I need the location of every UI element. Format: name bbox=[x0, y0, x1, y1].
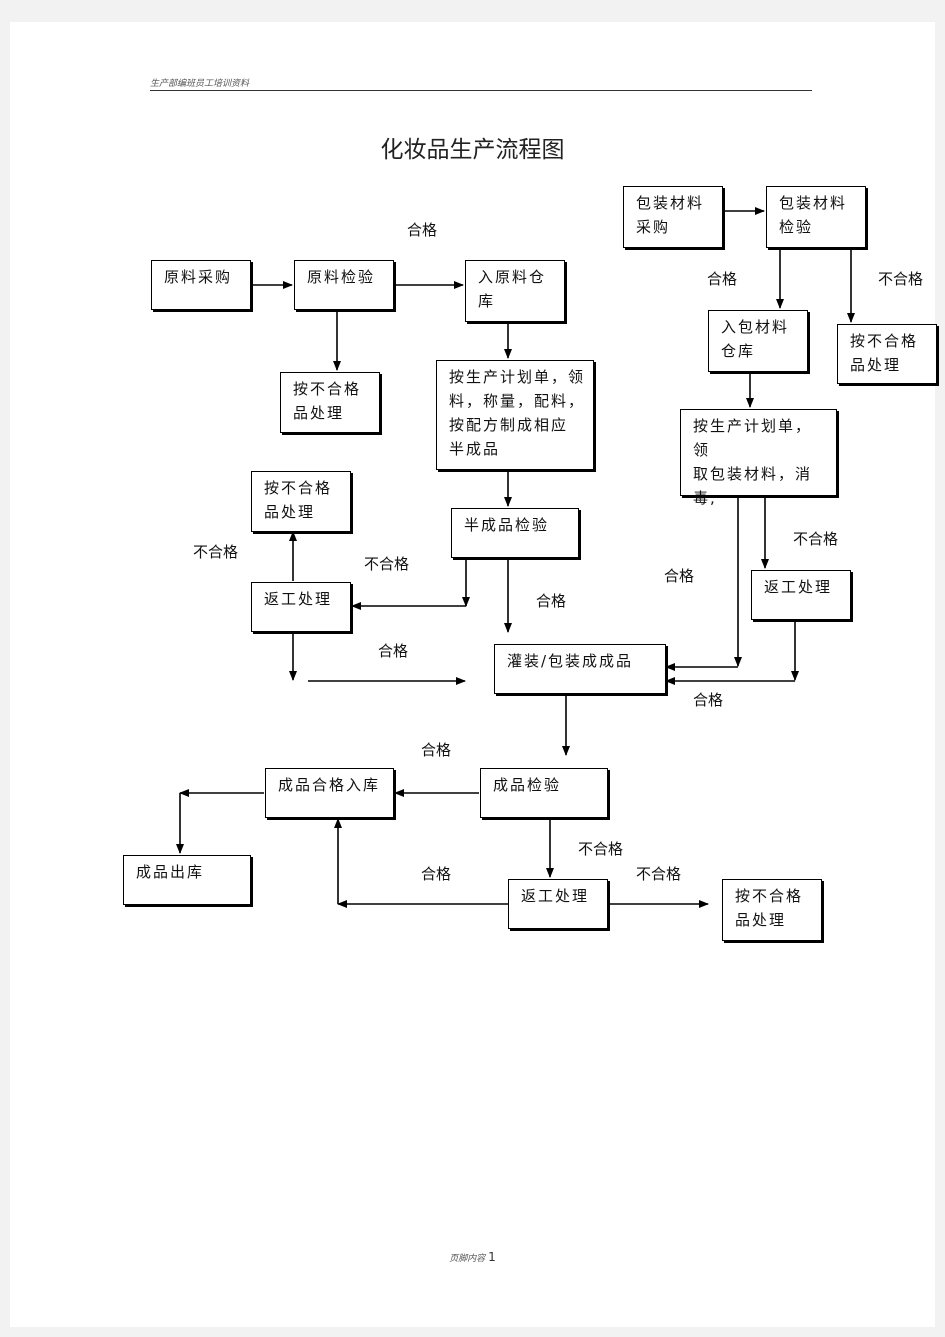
header-rule bbox=[150, 90, 812, 91]
box-left-reject: 按不合格 品处理 bbox=[251, 471, 351, 532]
box-fg-out: 成品出库 bbox=[123, 855, 251, 905]
label-bottom-rework-pass: 合格 bbox=[421, 865, 452, 883]
box-plan-semi: 按生产计划单，领 料，称量，配料， 按配方制成相应 半成品 bbox=[436, 360, 594, 470]
label-pack-pass: 合格 bbox=[707, 270, 738, 288]
label-fg-fail: 不合格 bbox=[578, 840, 624, 858]
box-right-rework: 返工处理 bbox=[751, 570, 851, 620]
label-right-rework-pass: 合格 bbox=[693, 691, 724, 709]
box-raw-warehouse: 入原料仓 库 bbox=[465, 260, 565, 322]
box-bottom-reject: 按不合格 品处理 bbox=[722, 879, 822, 941]
box-fg-warehouse: 成品合格入库 bbox=[265, 768, 394, 818]
label-rework-pass: 合格 bbox=[378, 642, 409, 660]
label-fg-pass: 合格 bbox=[421, 741, 452, 759]
box-bottom-rework: 返工处理 bbox=[508, 879, 608, 929]
box-left-rework: 返工处理 bbox=[251, 582, 351, 632]
box-raw-purchase: 原料采购 bbox=[151, 260, 251, 310]
box-plan-pack: 按生产计划单，领 取包装材料，消 毒, bbox=[680, 409, 837, 507]
box-fg-inspect: 成品检验 bbox=[480, 768, 608, 818]
box-filling: 灌装/包装成成品 bbox=[494, 644, 666, 694]
page-title: 化妆品生产流程图 bbox=[380, 137, 565, 163]
footer-text: 页脚内容 bbox=[449, 1254, 486, 1264]
box-semi-inspect: 半成品检验 bbox=[451, 508, 579, 558]
page-number: 1 bbox=[488, 1250, 496, 1264]
box-raw-inspect: 原料检验 bbox=[294, 260, 394, 310]
label-semi-pass: 合格 bbox=[536, 592, 567, 610]
label-rework-fail: 不合格 bbox=[193, 543, 239, 561]
header-text: 生产部编班员工培训资料 bbox=[150, 79, 250, 89]
label-bottom-rework-fail: 不合格 bbox=[636, 865, 682, 883]
label-semi-fail: 不合格 bbox=[364, 555, 410, 573]
label-pack-plan-fail: 不合格 bbox=[793, 530, 839, 548]
label-pack-fail: 不合格 bbox=[878, 270, 924, 288]
box-pack-purchase: 包装材料 采购 bbox=[623, 186, 723, 248]
box-pack-inspect: 包装材料 检验 bbox=[766, 186, 866, 248]
label-raw-pass: 合格 bbox=[407, 221, 438, 239]
label-pack-plan-pass: 合格 bbox=[664, 567, 695, 585]
box-raw-reject: 按不合格 品处理 bbox=[280, 372, 380, 433]
page-footer: 页脚内容 1 bbox=[0, 1250, 945, 1264]
box-pack-reject: 按不合格 品处理 bbox=[837, 324, 937, 384]
box-pack-warehouse: 入包材料 仓库 bbox=[708, 310, 808, 372]
